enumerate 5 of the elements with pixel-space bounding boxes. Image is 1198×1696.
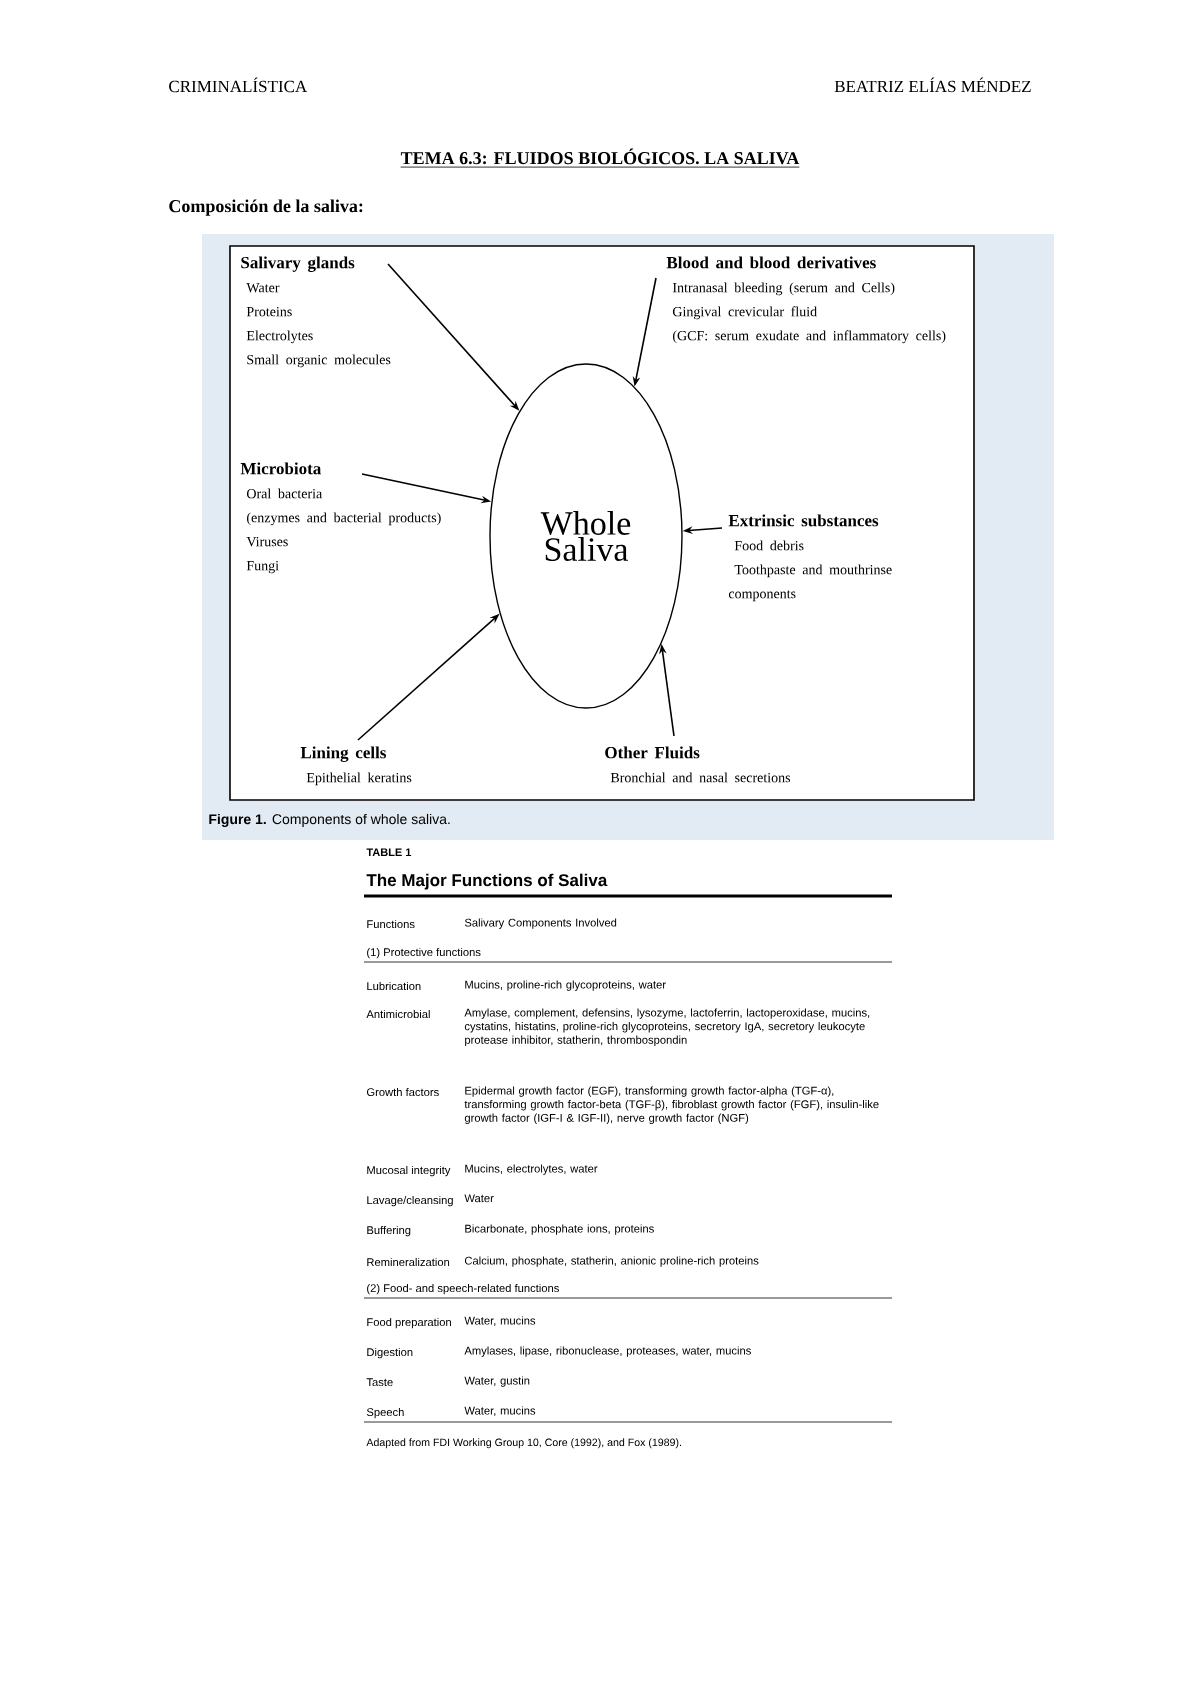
table-title: The Major Functions of Saliva xyxy=(366,873,608,890)
section-heading: Composición de la saliva: xyxy=(169,199,363,216)
header-text: CRIMINALÍSTICA xyxy=(169,77,308,93)
page-title: TEMA 6.3: FLUIDOS BIOLÓGICOS. LA SALIVA xyxy=(400,148,800,168)
header-text: BEATRIZ ELÍAS MÉNDEZ xyxy=(834,77,1031,93)
